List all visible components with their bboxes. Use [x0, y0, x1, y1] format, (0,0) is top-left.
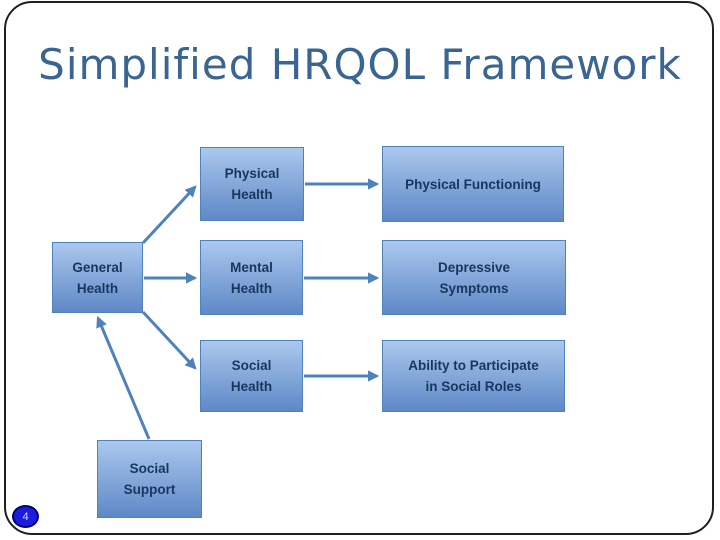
node-general-health: General Health	[52, 242, 143, 313]
arrow-general-to-social	[141, 310, 197, 370]
arrow-support-to-general	[96, 315, 151, 440]
node-physical-functioning: Physical Functioning	[382, 146, 564, 222]
slide-title: Simplified HRQOL Framework	[38, 40, 682, 89]
node-social-health: Social Health	[200, 340, 303, 412]
page-number-badge: 4	[12, 505, 39, 528]
node-depressive-symptoms: Depressive Symptoms	[382, 240, 566, 315]
arrow-general-to-physical	[141, 185, 197, 245]
node-physical-health: Physical Health	[200, 147, 304, 221]
node-mental-health: Mental Health	[200, 240, 303, 315]
node-social-support: Social Support	[97, 440, 202, 518]
node-ability-social-roles: Ability to Participate in Social Roles	[382, 340, 565, 412]
page-number: 4	[22, 510, 29, 523]
